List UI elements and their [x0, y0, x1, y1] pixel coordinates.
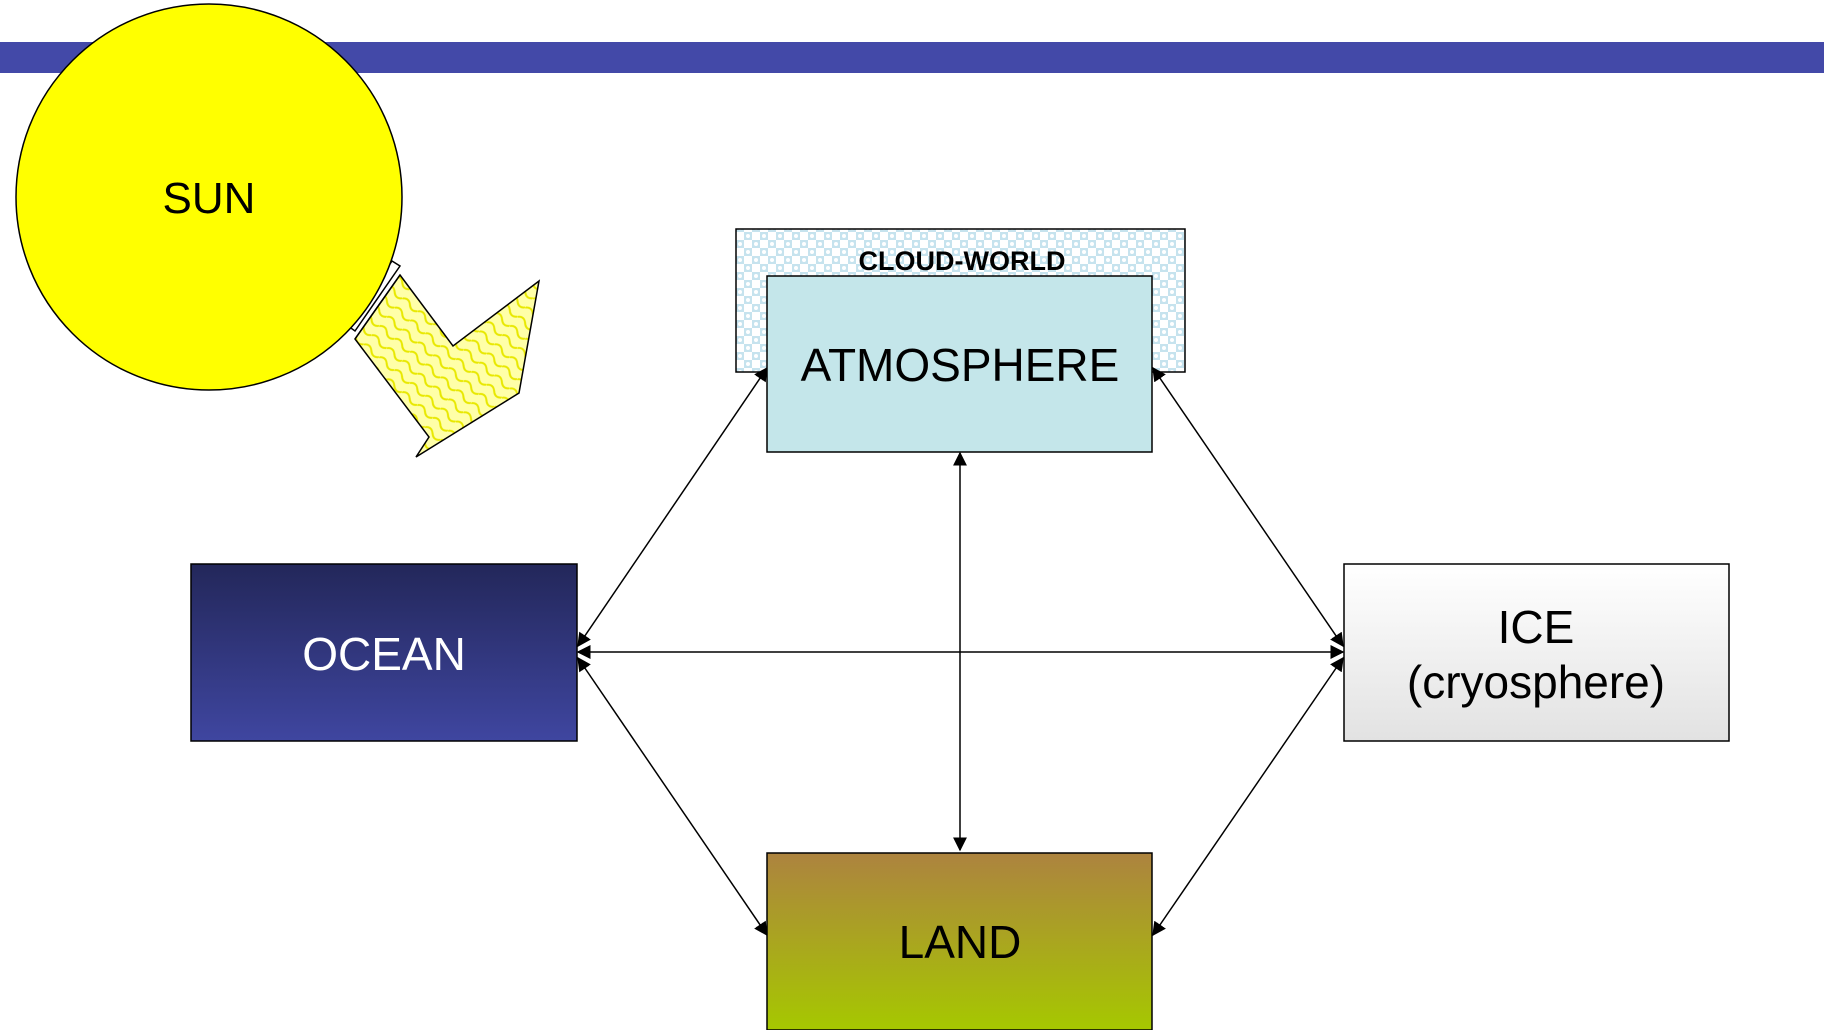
- ice-box: [1343, 563, 1730, 742]
- connections: [576, 366, 1345, 937]
- link-ocean-land: [577, 656, 768, 937]
- link-atmosphere-ocean: [577, 366, 768, 648]
- atmosphere-box: [766, 275, 1153, 453]
- link-atmosphere-ice: [1152, 366, 1344, 648]
- ice-sublabel: (cryosphere): [1407, 656, 1665, 708]
- ocean-label: OCEAN: [302, 628, 466, 680]
- cloud-world-label: CLOUD-WORLD: [859, 246, 1066, 276]
- ice-label: ICE: [1498, 601, 1575, 653]
- land-label: LAND: [899, 916, 1022, 968]
- sun-label: SUN: [163, 174, 256, 223]
- sun-circle: [15, 3, 403, 391]
- land-box: [766, 852, 1153, 1030]
- atmosphere-label: ATMOSPHERE: [801, 339, 1120, 391]
- link-ice-land: [1152, 656, 1344, 937]
- ocean-box: [190, 563, 578, 742]
